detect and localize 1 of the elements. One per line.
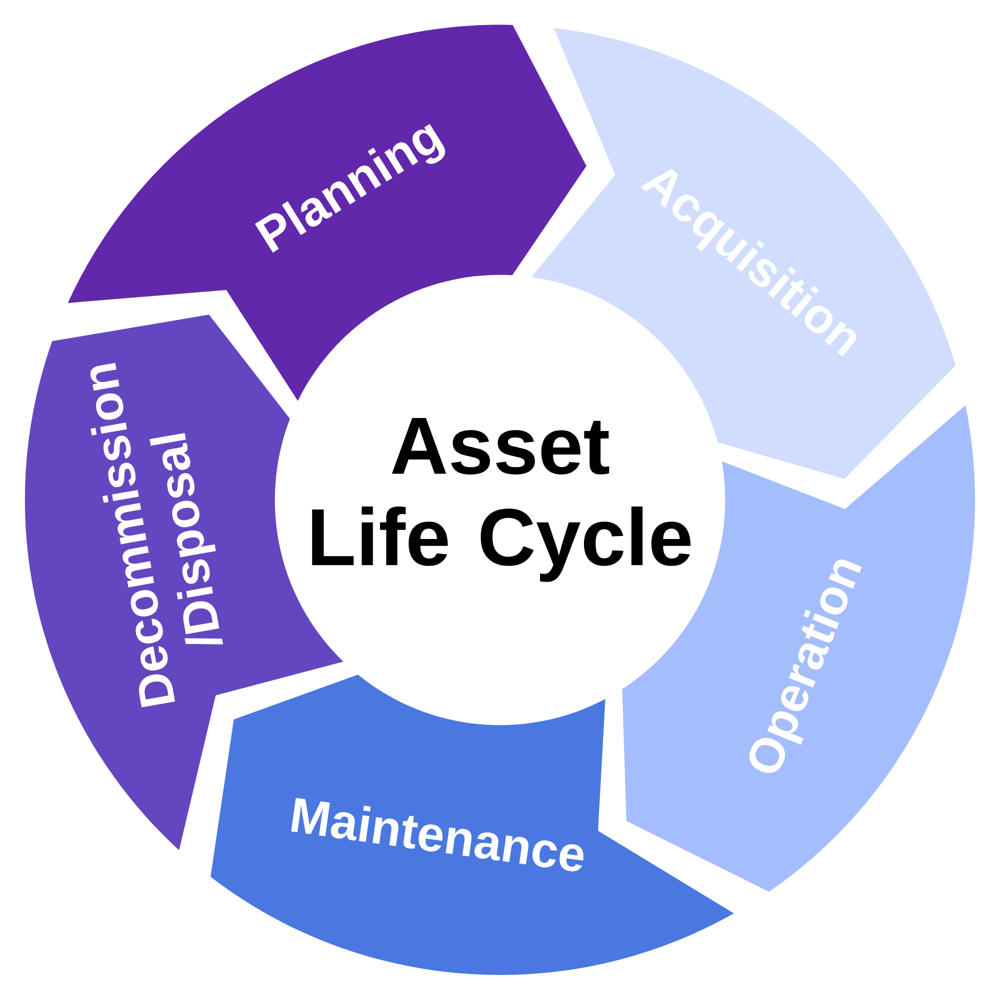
cycle-segment: Maintenance [210,670,734,975]
